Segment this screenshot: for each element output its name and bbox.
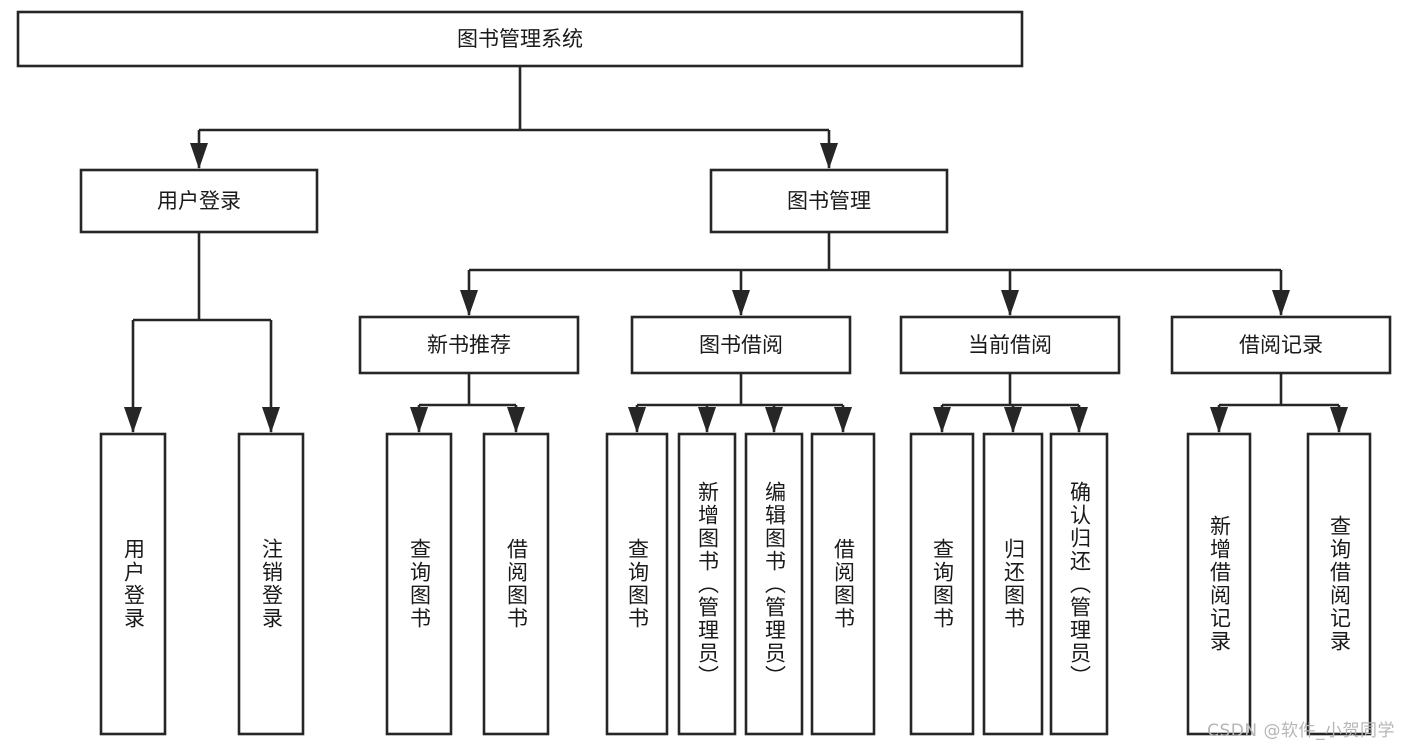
leaf-node-box-5[interactable] (677, 432, 737, 736)
arrow-head-icon (1004, 407, 1022, 433)
leaf-node-box-0[interactable] (99, 432, 167, 736)
leaf-node-box-12[interactable] (1306, 432, 1372, 736)
node-root-label: 图书管理系统 (457, 27, 583, 51)
connector-layer (124, 66, 1348, 433)
arrow-head-icon (1001, 290, 1019, 316)
arrow-head-icon (933, 407, 951, 433)
leaf-node-box-4[interactable] (605, 432, 669, 736)
leaf-node-box-6[interactable] (744, 432, 804, 736)
csdn-watermark: CSDN @软件_小贺同学 (1207, 721, 1395, 741)
leaf-node-box-3[interactable] (482, 432, 550, 736)
arrow-head-icon (765, 407, 783, 433)
node-level2-box-1[interactable] (709, 168, 949, 234)
node-box-layer (16, 10, 1392, 736)
arrow-head-icon (507, 407, 525, 433)
leaf-node-box-2[interactable] (385, 432, 453, 736)
arrow-head-icon (190, 143, 208, 169)
arrow-head-icon (124, 407, 142, 433)
node-level2-box-0[interactable] (79, 168, 319, 234)
arrow-head-icon (834, 407, 852, 433)
leaf-node-box-11[interactable] (1186, 432, 1252, 736)
leaf-node-box-9[interactable] (982, 432, 1044, 736)
node-level3-label-1: 图书借阅 (699, 333, 783, 357)
arrow-head-icon (820, 143, 838, 169)
node-level3-box-0[interactable] (358, 315, 580, 375)
arrow-head-icon (410, 407, 428, 433)
node-level3-label-2: 当前借阅 (968, 333, 1052, 357)
node-level3-label-0: 新书推荐 (427, 333, 511, 357)
arrow-head-icon (698, 407, 716, 433)
node-level3-box-3[interactable] (1170, 315, 1392, 375)
node-level3-box-1[interactable] (630, 315, 852, 375)
leaf-node-box-1[interactable] (237, 432, 305, 736)
node-level2-label-1: 图书管理 (787, 189, 871, 213)
arrow-head-icon (1272, 290, 1290, 316)
node-level2-label-0: 用户登录 (157, 189, 241, 213)
arrow-head-icon (1210, 407, 1228, 433)
arrow-head-icon (1330, 407, 1348, 433)
node-level3-box-2[interactable] (899, 315, 1121, 375)
node-root-box[interactable] (16, 10, 1024, 68)
leaf-node-box-8[interactable] (909, 432, 975, 736)
arrow-head-icon (262, 407, 280, 433)
node-level3-label-3: 借阅记录 (1239, 333, 1323, 357)
arrow-head-icon (1070, 407, 1088, 433)
arrow-head-icon (460, 290, 478, 316)
leaf-node-box-7[interactable] (810, 432, 876, 736)
arrow-head-icon (732, 290, 750, 316)
arrow-head-icon (628, 407, 646, 433)
leaf-node-box-10[interactable] (1049, 432, 1109, 736)
